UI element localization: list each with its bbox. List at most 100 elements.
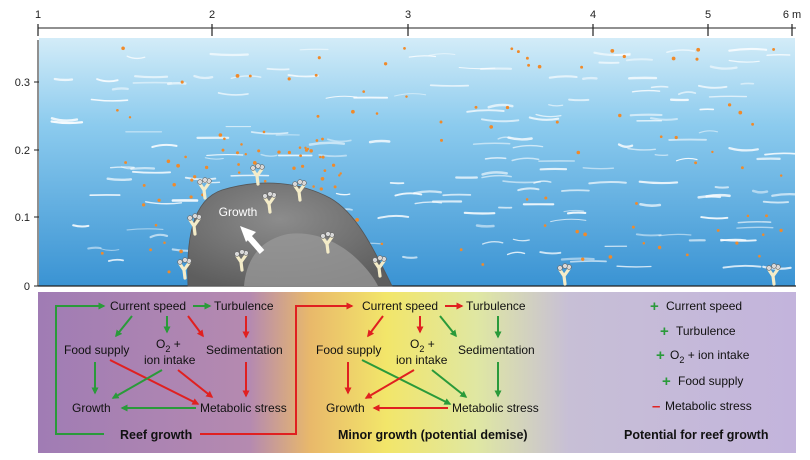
current-streak bbox=[709, 65, 738, 70]
current-streak bbox=[563, 209, 585, 213]
current-streak bbox=[130, 167, 156, 170]
current-streak bbox=[666, 49, 696, 53]
current-streak bbox=[484, 157, 507, 160]
food-particle bbox=[121, 46, 125, 51]
current-streak bbox=[677, 91, 697, 96]
food-particle bbox=[439, 120, 443, 124]
current-streak bbox=[111, 87, 129, 91]
coral-icon bbox=[250, 163, 265, 186]
food-particle bbox=[319, 187, 323, 191]
food-particle bbox=[576, 150, 581, 155]
food-particle bbox=[351, 109, 355, 114]
current-streak bbox=[714, 185, 730, 189]
mid-metabolic-stress: Metabolic stress bbox=[452, 401, 539, 415]
food-particle bbox=[610, 49, 615, 53]
current-streak bbox=[475, 224, 495, 228]
current-streak bbox=[548, 104, 564, 107]
food-particle bbox=[321, 155, 325, 159]
food-particle bbox=[505, 105, 510, 110]
current-streak bbox=[402, 255, 418, 259]
current-streak bbox=[166, 81, 187, 86]
food-particle bbox=[100, 251, 104, 255]
food-particle bbox=[339, 172, 342, 175]
food-particle bbox=[298, 146, 302, 149]
food-particle bbox=[525, 198, 529, 201]
current-streak bbox=[568, 98, 590, 102]
current-streak bbox=[458, 66, 496, 70]
food-particle bbox=[583, 232, 587, 237]
current-streak bbox=[335, 192, 351, 196]
current-streak bbox=[368, 139, 391, 144]
current-streak bbox=[90, 98, 129, 102]
current-streak bbox=[134, 75, 169, 79]
food-particle bbox=[184, 155, 187, 159]
current-streak bbox=[650, 85, 669, 89]
food-particle bbox=[635, 201, 638, 205]
current-streak bbox=[582, 76, 598, 80]
right-sign-5: – bbox=[652, 398, 660, 415]
food-particle bbox=[383, 62, 388, 66]
food-particle bbox=[128, 116, 132, 119]
food-particle bbox=[218, 133, 223, 137]
current-streak bbox=[308, 141, 346, 146]
current-streak bbox=[149, 233, 169, 239]
right-label-3: O2 + ion intake bbox=[670, 348, 750, 365]
current-streak bbox=[771, 192, 803, 197]
food-particle bbox=[696, 47, 701, 52]
current-streak bbox=[617, 143, 634, 148]
food-particle bbox=[193, 175, 197, 179]
current-streak bbox=[50, 120, 84, 125]
current-streak bbox=[472, 142, 511, 145]
current-streak bbox=[629, 113, 663, 117]
food-particle bbox=[142, 183, 146, 187]
current-streak bbox=[627, 147, 657, 151]
food-particle bbox=[510, 47, 514, 51]
food-particle bbox=[172, 182, 176, 187]
food-particle bbox=[287, 77, 291, 81]
current-streak bbox=[728, 59, 760, 63]
current-streak bbox=[736, 226, 774, 229]
current-streak bbox=[87, 246, 102, 250]
food-particle bbox=[189, 195, 193, 199]
current-streaks bbox=[50, 47, 803, 274]
food-particle bbox=[380, 242, 384, 246]
current-streak bbox=[593, 51, 631, 57]
y-axis: 0.3 0.2 0.1 0 bbox=[15, 40, 42, 293]
food-particle bbox=[190, 178, 194, 182]
food-particle bbox=[403, 47, 406, 50]
water-column bbox=[39, 38, 795, 286]
food-particle bbox=[711, 150, 714, 154]
food-particle bbox=[321, 137, 324, 141]
food-particle bbox=[544, 196, 548, 200]
right-sign-2: + bbox=[660, 323, 669, 340]
coral-icon bbox=[234, 249, 249, 272]
food-particle bbox=[489, 125, 494, 129]
food-particle bbox=[405, 95, 408, 98]
food-particle bbox=[223, 137, 226, 141]
food-particle bbox=[659, 135, 663, 139]
food-particle bbox=[244, 152, 248, 156]
current-streak bbox=[144, 201, 183, 205]
food-particle bbox=[642, 242, 646, 245]
current-streak bbox=[72, 224, 90, 228]
current-streak bbox=[561, 189, 590, 192]
food-particle bbox=[166, 159, 171, 164]
food-particle bbox=[317, 56, 321, 60]
food-particle bbox=[331, 163, 336, 167]
current-streak bbox=[428, 53, 456, 56]
current-streak bbox=[260, 153, 278, 157]
mid-turbulence: Turbulence bbox=[466, 299, 526, 313]
current-streak bbox=[740, 82, 755, 85]
food-particle bbox=[740, 166, 744, 170]
food-particle bbox=[306, 147, 310, 151]
right-label-2: Turbulence bbox=[676, 324, 736, 338]
x-tick-1: 1 bbox=[35, 9, 41, 21]
food-particle bbox=[163, 241, 166, 245]
food-particle bbox=[240, 143, 243, 146]
current-streak bbox=[588, 181, 627, 185]
current-streak bbox=[658, 233, 692, 237]
food-particle bbox=[263, 179, 267, 183]
current-streak bbox=[463, 211, 496, 215]
current-streak bbox=[466, 109, 505, 113]
food-particle bbox=[727, 103, 732, 107]
